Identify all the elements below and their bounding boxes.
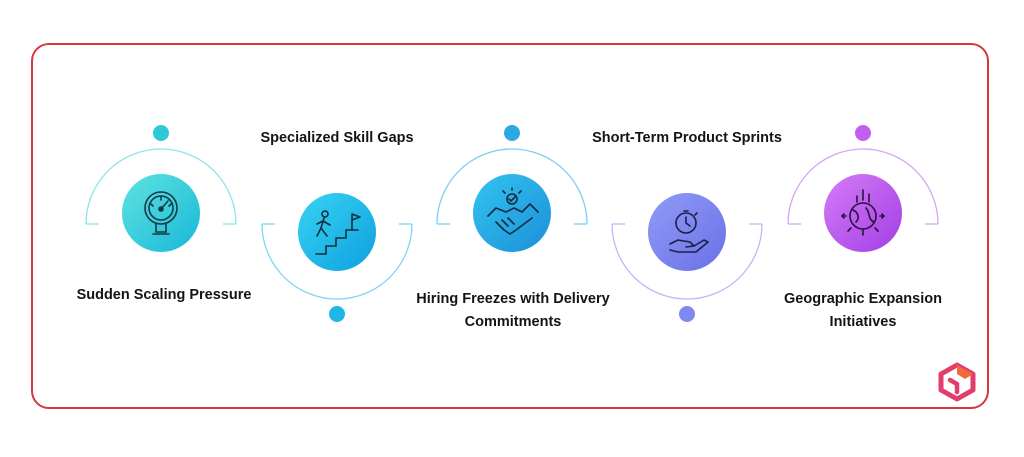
step-2-node <box>261 193 413 322</box>
step-1-node <box>85 125 237 252</box>
stairs-climber-icon <box>315 210 361 255</box>
step-3-label: Hiring Freezes with Delivery Commitments <box>402 288 624 334</box>
infographic-frame <box>31 43 989 409</box>
step-5-label-line-1: Geographic Expansion <box>784 291 942 307</box>
step-2-circle <box>298 193 376 271</box>
step-2-arc <box>261 223 413 300</box>
step-5-dot <box>855 125 871 141</box>
step-3-dot <box>504 125 520 141</box>
step-3-label-line-2: Commitments <box>464 314 562 330</box>
stopwatch-hand-icon <box>669 210 709 253</box>
step-3-label-line-1: Hiring Freezes with Delivery <box>416 291 610 307</box>
step-4-dot <box>679 306 695 322</box>
step-4-circle <box>648 193 726 271</box>
step-5-circle <box>824 174 902 252</box>
step-5-arc <box>787 148 939 225</box>
step-2-dot <box>329 306 345 322</box>
step-5-label-line-2: Initiatives <box>829 314 897 330</box>
step-1-label: Sudden Scaling Pressure <box>76 287 252 303</box>
step-4-label: Short-Term Product Sprints <box>592 130 782 146</box>
handshake-icon <box>487 187 539 235</box>
step-5-node <box>787 125 939 252</box>
step-5-label: Geographic Expansion Initiatives <box>760 288 966 334</box>
step-3-node <box>436 125 588 252</box>
pressure-gauge-icon <box>144 191 178 235</box>
step-3-circle <box>473 174 551 252</box>
step-4-arc <box>611 223 763 300</box>
step-2-label: Specialized Skill Gaps <box>260 130 414 146</box>
globe-growth-icon <box>841 189 885 236</box>
brand-cube-logo <box>938 362 976 402</box>
step-1-arc <box>85 148 237 225</box>
step-3-arc <box>436 148 588 225</box>
step-4-node <box>611 193 763 322</box>
step-1-circle <box>122 174 200 252</box>
step-1-dot <box>153 125 169 141</box>
